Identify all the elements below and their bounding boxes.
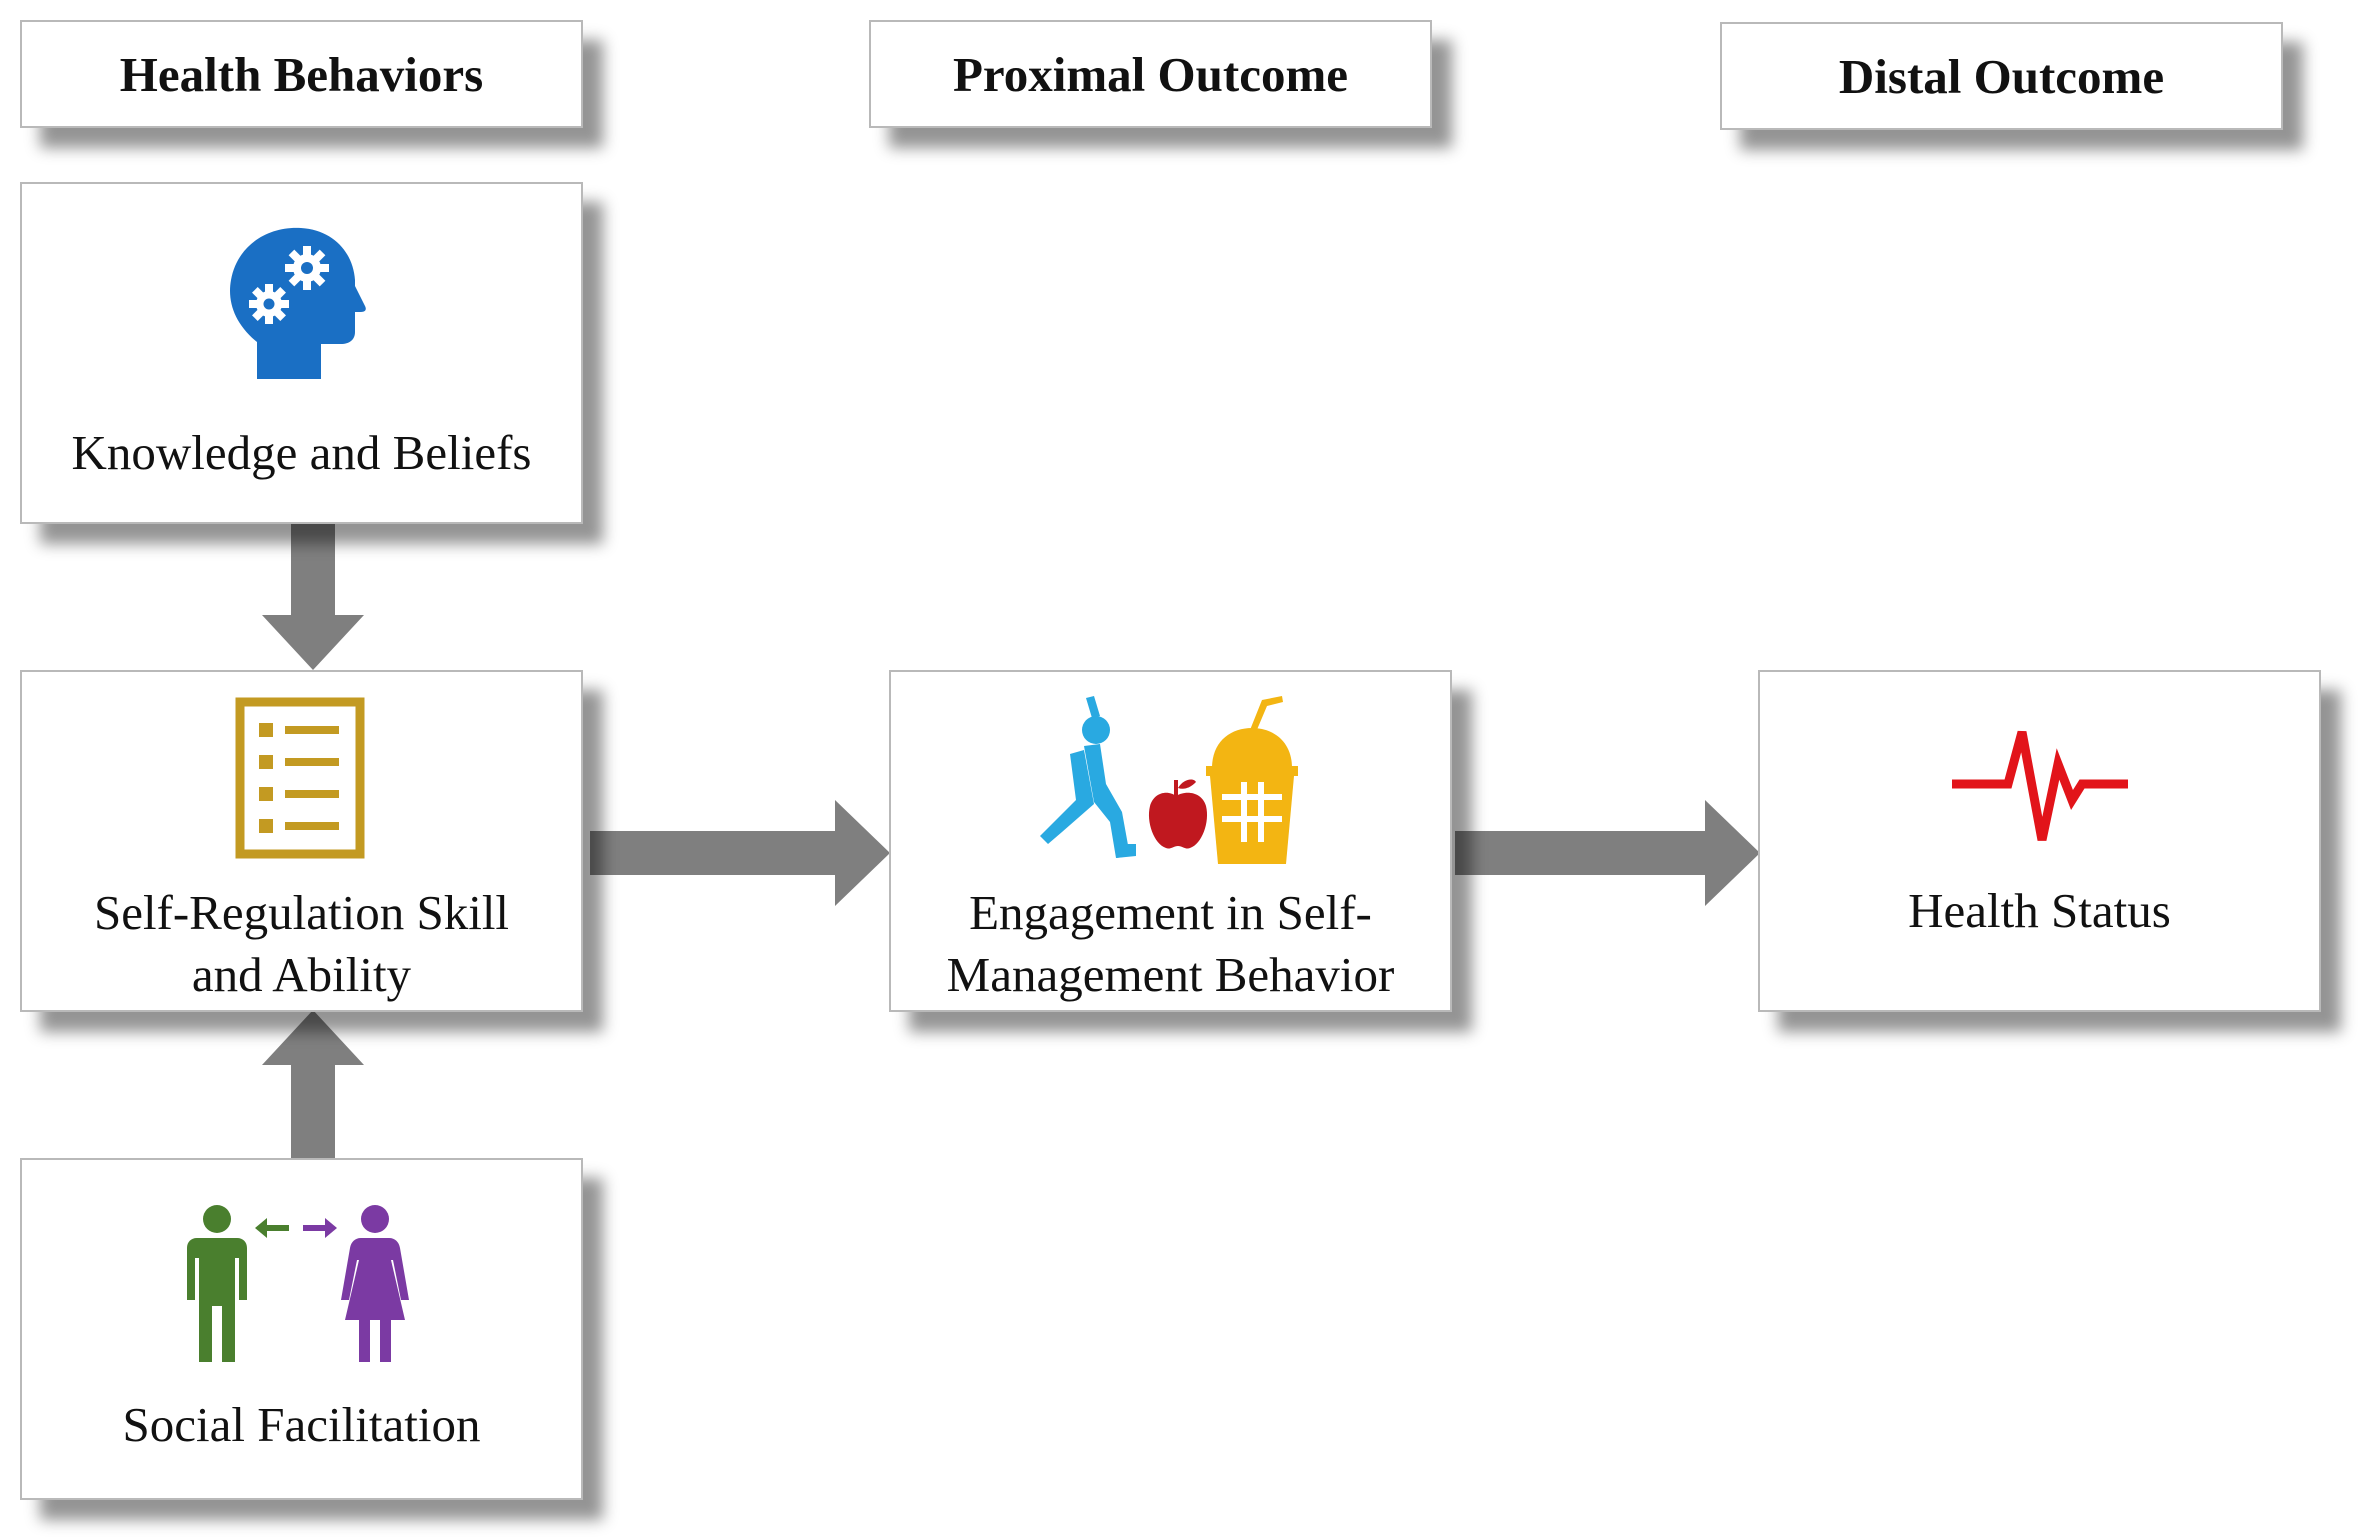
header-health-behaviors: Health Behaviors: [20, 20, 583, 128]
header-health-behaviors-label: Health Behaviors: [119, 46, 484, 102]
exercise-food-drink-icon: [1040, 696, 1298, 864]
header-distal-outcome-label: Distal Outcome: [1838, 48, 2165, 104]
node-social-facilitation: Social Facilitation: [20, 1158, 583, 1500]
people-exchange-icon: [187, 1205, 409, 1362]
node-knowledge-and-beliefs: Knowledge and Beliefs: [20, 182, 583, 524]
self-regulation-label-line2: and Ability: [191, 947, 412, 1002]
arrow-self-regulation-to-engagement: [590, 800, 890, 906]
head-gears-icon: [230, 227, 366, 379]
arrow-engagement-to-health-status: [1455, 800, 1760, 906]
engagement-label-line1: Engagement in Self-: [969, 885, 1372, 940]
header-distal-outcome: Distal Outcome: [1720, 22, 2283, 130]
header-proximal-outcome-label: Proximal Outcome: [952, 46, 1349, 102]
health-status-label: Health Status: [1908, 883, 2171, 938]
arrow-knowledge-to-self-regulation: [262, 520, 364, 670]
knowledge-and-beliefs-label: Knowledge and Beliefs: [71, 425, 532, 480]
node-self-regulation: Self-Regulation Skill and Ability: [20, 670, 583, 1012]
checklist-icon: [235, 697, 365, 859]
engagement-label-line2: Management Behavior: [946, 947, 1395, 1002]
arrow-social-to-self-regulation: [262, 1010, 364, 1170]
node-health-status: Health Status: [1758, 670, 2321, 1012]
node-engagement: Engagement in Self- Management Behavior: [889, 670, 1452, 1012]
social-facilitation-label: Social Facilitation: [122, 1397, 481, 1452]
self-regulation-label-line1: Self-Regulation Skill: [93, 885, 510, 940]
heartbeat-icon: [1952, 730, 2128, 841]
header-proximal-outcome: Proximal Outcome: [869, 20, 1432, 128]
